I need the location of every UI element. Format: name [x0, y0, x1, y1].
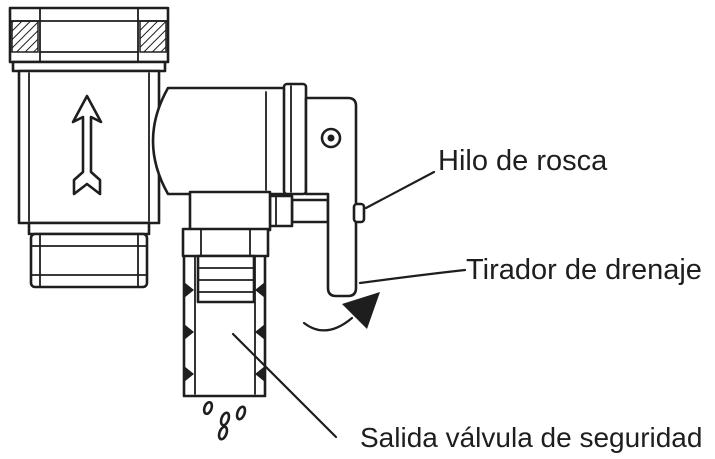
leader-line-outlet: [231, 332, 338, 439]
thread-nub: [352, 202, 366, 224]
left-thread-hatch: [11, 20, 39, 53]
label-thread: Hilo de rosca: [438, 145, 608, 177]
hose-barb: [196, 254, 256, 304]
label-outlet: Salida válvula de seguridad: [360, 422, 702, 453]
right-thread-hatch: [139, 20, 167, 53]
side-branch: [151, 86, 288, 196]
drain-handle: [304, 96, 358, 298]
body-ring: [11, 60, 167, 73]
water-drops-icon: [202, 400, 247, 441]
leader-line-drain-handle: [358, 268, 467, 285]
label-drain-handle: Tirador de drenaje: [466, 254, 702, 286]
rotation-arrow-icon: [302, 292, 380, 332]
top-connector-nut: [8, 6, 170, 64]
drain-stem: [268, 194, 330, 228]
branch-flange: [282, 82, 308, 196]
flow-direction-arrow-icon: [71, 94, 103, 196]
leader-line-thread: [364, 170, 436, 210]
bottom-thread: [27, 221, 151, 289]
outlet-nut: [181, 227, 270, 258]
outlet-neck: [188, 190, 272, 232]
